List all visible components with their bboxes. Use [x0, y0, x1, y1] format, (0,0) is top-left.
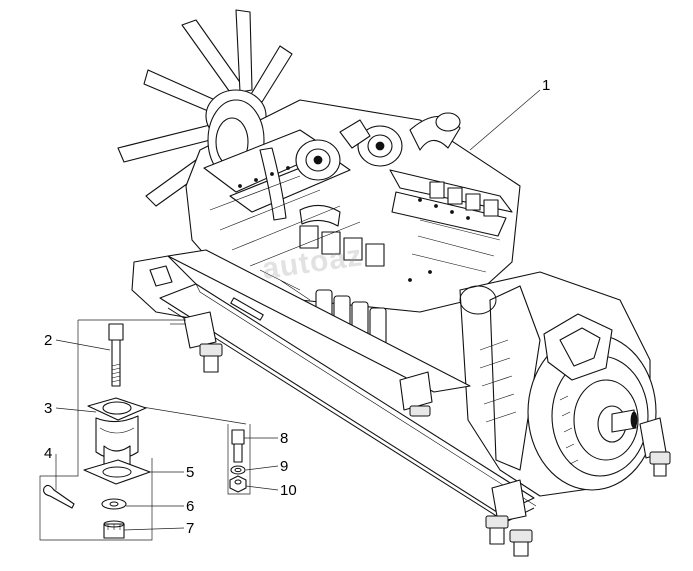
engine-bolt-dots [238, 166, 470, 282]
callout-10: 10 [280, 482, 297, 499]
base-frame [131, 249, 671, 557]
part-8-bolt [231, 429, 245, 463]
callout-6: 6 [186, 498, 195, 515]
callout-5: 5 [186, 464, 195, 481]
part-5-gasket [83, 459, 151, 485]
mount-foot [485, 515, 509, 545]
mount-foot [509, 529, 533, 557]
part-6-washer [101, 498, 127, 510]
part-2-bolt [108, 323, 124, 387]
part-9-washer [230, 465, 246, 475]
callout-9: 9 [280, 458, 289, 475]
turbocharger-left [295, 139, 341, 181]
mount-foot [649, 451, 671, 477]
part-10-nut [229, 475, 247, 493]
callout-2: 2 [44, 332, 53, 349]
leader-lines [55, 89, 541, 531]
mount-foot [199, 343, 223, 373]
callout-7: 7 [186, 520, 195, 537]
part-4-cotter-pin [43, 484, 75, 509]
engine-assembly [185, 99, 521, 347]
callout-1: 1 [542, 77, 551, 94]
part-7-castle-nut [103, 520, 125, 539]
generator [459, 271, 657, 497]
mount-foot [409, 405, 431, 417]
callout-4: 4 [44, 445, 53, 462]
callout-3: 3 [44, 400, 53, 417]
callout-8: 8 [280, 430, 289, 447]
